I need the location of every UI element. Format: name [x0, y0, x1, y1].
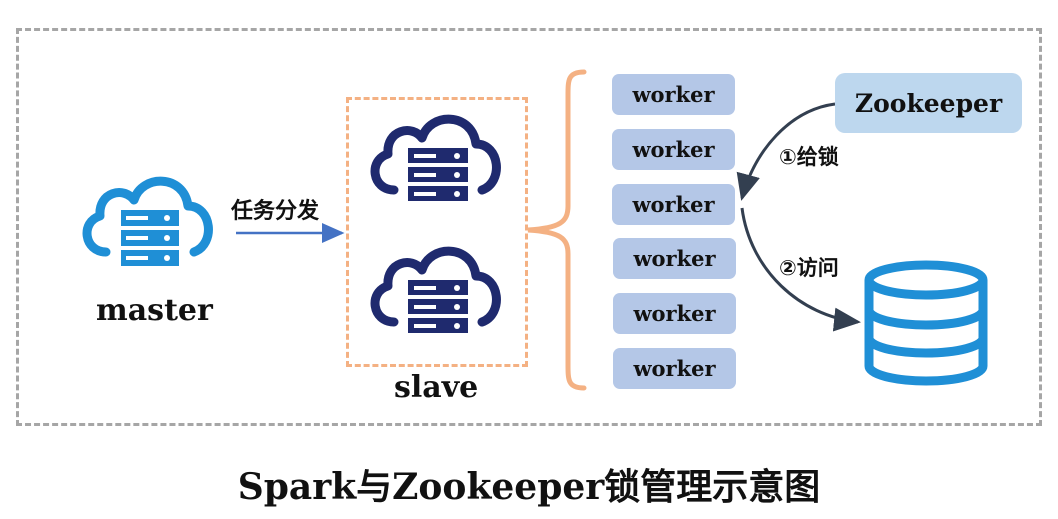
slave-label: slave — [394, 370, 479, 405]
curly-brace — [527, 69, 587, 391]
slave-cloud-server-icon-2 — [375, 251, 496, 333]
give-lock-arrow — [736, 102, 836, 201]
database-icon — [864, 260, 988, 386]
worker-node-2: worker — [612, 129, 735, 170]
slave-group-box — [346, 97, 528, 367]
outer-frame — [16, 28, 1042, 426]
master-cloud-server-icon — [87, 181, 208, 266]
give-lock-label: ①给锁 — [779, 145, 839, 169]
worker-node-1: worker — [612, 74, 735, 115]
task-dispatch-label: 任务分发 — [231, 199, 320, 224]
diagram-caption: Spark与Zookeeper锁管理示意图 — [237, 466, 821, 508]
slave-cloud-server-icon-1 — [375, 119, 496, 201]
worker-node-5: worker — [613, 293, 736, 334]
access-arrow — [740, 207, 861, 332]
worker-node-4: worker — [613, 238, 736, 279]
master-label: master — [96, 293, 213, 328]
worker-node-3: worker — [612, 184, 735, 225]
worker-node-6: worker — [613, 348, 736, 389]
access-label: ②访问 — [779, 256, 839, 280]
zookeeper-node: Zookeeper — [835, 73, 1022, 133]
